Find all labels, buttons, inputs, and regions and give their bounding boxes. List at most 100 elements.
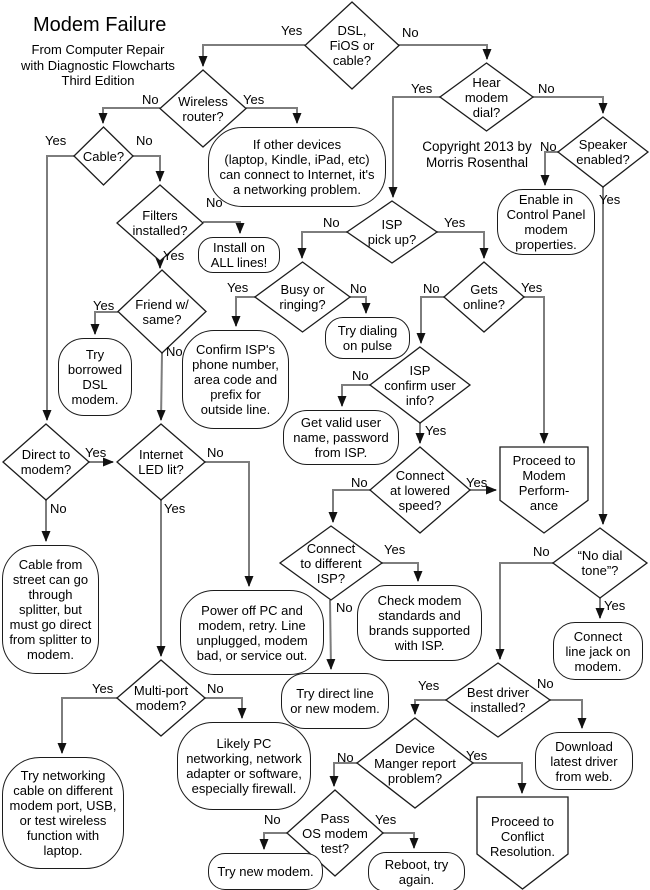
note-cable-from-street-splitter: Cable from street can go through splitte… bbox=[2, 545, 99, 674]
action-text: Try dialing on pulse bbox=[337, 323, 398, 353]
edge-gets-yes bbox=[524, 296, 549, 444]
edge-label-cable-no: No bbox=[136, 133, 153, 148]
edge-filters-no bbox=[203, 221, 245, 234]
edge-label-wireless-no: No bbox=[142, 92, 159, 107]
diamond-shape bbox=[255, 262, 350, 332]
edge-hear-yes bbox=[388, 96, 440, 198]
decision-isp-confirm-user-info: ISP confirm user info? bbox=[370, 347, 470, 423]
diamond-shape bbox=[357, 718, 473, 808]
edge-low-no bbox=[328, 489, 370, 523]
action-text: Download latest driver from web. bbox=[550, 738, 618, 784]
decision-text: Connect to different ISP? bbox=[300, 540, 362, 586]
edge-wireless-yes bbox=[246, 107, 302, 124]
action-text: Install on ALL lines! bbox=[210, 240, 268, 270]
edge-label-nodial-yes: Yes bbox=[604, 598, 626, 613]
decision-text: Internet LED lit? bbox=[138, 447, 184, 477]
edge-label-hear-yes: Yes bbox=[411, 81, 433, 96]
offpage-text: Proceed to Conflict Resolution. bbox=[489, 813, 556, 859]
decision-text: Speaker enabled? bbox=[576, 137, 630, 167]
note-text: If other devices (laptop, Kindle, iPad, … bbox=[219, 137, 375, 197]
action-try-direct-line-or-new-modem: Try direct line or new modem. bbox=[281, 673, 389, 729]
edge-label-hear-no: No bbox=[538, 81, 555, 96]
decision-friend-with-same: Friend w/ same? bbox=[118, 270, 206, 353]
diamond-shape bbox=[3, 424, 89, 500]
decision-text: Wireless router? bbox=[178, 93, 228, 124]
action-install-all-lines: Install on ALL lines! bbox=[198, 237, 280, 273]
diamond-shape bbox=[118, 270, 206, 353]
edge-label-filters-no: No bbox=[206, 195, 223, 210]
edge-multi-no bbox=[205, 697, 247, 719]
edge-busy-yes bbox=[231, 296, 255, 327]
edge-label-nodial-no: No bbox=[533, 544, 550, 559]
copyright-notice: Copyright 2013 by Morris Rosenthal bbox=[422, 139, 532, 170]
action-text: Try borrowed DSL modem. bbox=[67, 347, 123, 407]
decision-text: “No dial tone”? bbox=[577, 548, 623, 578]
edge-label-gets-no: No bbox=[423, 281, 440, 296]
action-reboot-try-again: Reboot, try again. bbox=[368, 852, 465, 890]
diamond-shape bbox=[74, 127, 133, 185]
edge-label-speaker-no: No bbox=[540, 139, 557, 154]
diamond-shape bbox=[347, 201, 437, 263]
decision-cable: Cable? bbox=[74, 127, 133, 185]
diamond-shape bbox=[305, 2, 399, 89]
action-text: Try direct line or new modem. bbox=[290, 686, 380, 716]
action-enable-control-panel-modem: Enable in Control Panel modem properties… bbox=[497, 189, 595, 255]
edge-label-dsl-yes: Yes bbox=[281, 23, 303, 38]
decision-device-manager-report-problem: Device Manger report problem? bbox=[357, 718, 473, 808]
edge-diff-no bbox=[326, 599, 336, 670]
edge-dsl-no bbox=[398, 44, 492, 60]
decision-hear-modem-dial: Hear modem dial? bbox=[440, 63, 533, 131]
action-try-borrowed-dsl-modem: Try borrowed DSL modem. bbox=[58, 338, 132, 416]
edge-label-isp-yes: Yes bbox=[444, 215, 466, 230]
edge-multi-yes bbox=[57, 697, 117, 754]
decision-connect-at-lowered-speed: Connect at lowered speed? bbox=[370, 447, 470, 533]
edge-dev-no bbox=[329, 762, 357, 787]
edge-cable-yes bbox=[42, 155, 74, 421]
edge-hear-no bbox=[533, 96, 608, 114]
edge-conf-no bbox=[337, 384, 370, 407]
action-try-networking-cable: Try networking cable on different modem … bbox=[2, 757, 124, 869]
action-power-off-pc-and-modem: Power off PC and modem, retry. Line unpl… bbox=[180, 590, 324, 675]
decision-wireless-router: Wireless router? bbox=[160, 70, 246, 147]
decision-text: Hear modem dial? bbox=[464, 74, 509, 120]
edge-diff-yes bbox=[380, 562, 423, 582]
edge-nodial-no bbox=[495, 562, 553, 660]
offpage-proceed-modem-performance: Proceed to Modem Perform- ance bbox=[500, 447, 588, 533]
edge-label-best-yes: Yes bbox=[418, 678, 440, 693]
action-text: Enable in Control Panel modem properties… bbox=[506, 192, 586, 252]
diamond-shape bbox=[444, 262, 524, 332]
decision-gets-online: Gets online? bbox=[444, 262, 524, 332]
decision-filters-installed: Filters installed? bbox=[117, 185, 203, 261]
edge-isp-no bbox=[297, 231, 347, 259]
action-confirm-isp-phone-number: Confirm ISP's phone number, area code an… bbox=[182, 330, 289, 429]
edge-pass-yes bbox=[383, 832, 419, 849]
diamond-shape bbox=[117, 660, 205, 736]
edge-wireless-no bbox=[98, 107, 160, 124]
edge-label-cable-yes: Yes bbox=[45, 133, 67, 148]
edge-label-filters-yes: Yes bbox=[163, 248, 185, 263]
edge-label-low-yes: Yes bbox=[466, 475, 488, 490]
decision-text: Gets online? bbox=[463, 282, 505, 312]
edge-label-busy-yes: Yes bbox=[227, 280, 249, 295]
edge-label-friend-no: No bbox=[166, 344, 183, 359]
edge-label-diff-yes: Yes bbox=[384, 542, 406, 557]
decision-text: DSL, FiOS or cable? bbox=[329, 23, 375, 68]
edge-label-friend-yes: Yes bbox=[93, 298, 115, 313]
decision-text: Direct to modem? bbox=[20, 447, 72, 477]
edge-best-no bbox=[550, 699, 587, 729]
action-get-valid-user-name-password: Get valid user name, password from ISP. bbox=[283, 410, 399, 465]
pentagon-shape bbox=[500, 447, 588, 533]
edge-led-no bbox=[205, 461, 254, 587]
edge-dev-yes bbox=[473, 762, 527, 794]
edge-label-multi-no: No bbox=[207, 681, 224, 696]
decision-speaker-enabled: Speaker enabled? bbox=[558, 117, 648, 187]
edge-label-conf-yes: Yes bbox=[425, 423, 447, 438]
edge-label-diff-no: No bbox=[336, 600, 353, 615]
edge-label-led-yes: Yes bbox=[164, 501, 186, 516]
decision-text: ISP pick up? bbox=[367, 217, 417, 247]
decision-direct-to-modem: Direct to modem? bbox=[3, 424, 89, 500]
action-check-modem-standards: Check modem standards and brands support… bbox=[357, 585, 482, 661]
pentagon-shape bbox=[477, 797, 568, 889]
